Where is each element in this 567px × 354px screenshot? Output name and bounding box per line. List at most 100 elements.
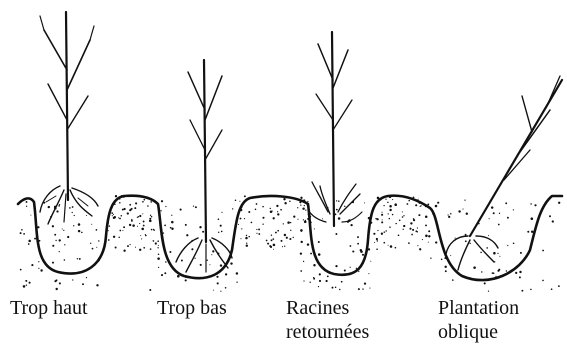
soil-speck	[394, 203, 397, 206]
soil-speck	[143, 199, 145, 201]
soil-speck	[358, 271, 359, 272]
soil-speck	[245, 237, 247, 239]
soil-speck	[221, 212, 222, 213]
soil-speck	[78, 223, 81, 226]
soil-speck	[552, 220, 554, 222]
soil-speck	[160, 228, 162, 230]
soil-speck	[39, 240, 41, 242]
soil-speck	[505, 202, 507, 204]
soil-speck	[273, 217, 275, 219]
soil-speck	[357, 243, 359, 245]
soil-speck	[151, 229, 153, 231]
soil-speck	[82, 283, 84, 285]
soil-speck	[52, 225, 54, 227]
soil-speck	[230, 262, 232, 264]
soil-speck	[262, 206, 264, 208]
soil-speck	[369, 288, 370, 289]
soil-speck	[387, 202, 388, 203]
soil-speck	[396, 196, 397, 197]
soil-speck	[287, 221, 290, 224]
soil-speck	[289, 238, 291, 240]
soil-speck	[122, 209, 124, 211]
soil-speck	[199, 226, 201, 228]
plant-plantation-oblique	[446, 76, 562, 270]
soil-speck	[377, 240, 379, 242]
soil-speck	[56, 210, 58, 212]
soil-speck	[240, 209, 242, 211]
soil-speck	[377, 230, 378, 231]
soil-speck	[240, 238, 241, 239]
soil-speck	[300, 204, 301, 205]
soil-speck	[69, 207, 71, 209]
soil-speck	[157, 247, 158, 248]
soil-speck	[158, 253, 160, 255]
soil-speck	[213, 290, 214, 291]
soil-speck	[115, 247, 117, 249]
soil-speck	[488, 235, 489, 236]
soil-speck	[402, 211, 403, 212]
soil-speck	[370, 222, 372, 224]
soil-speck	[428, 230, 430, 232]
soil-speck	[319, 280, 321, 282]
soil-speck	[352, 250, 354, 252]
soil-speck	[170, 227, 172, 229]
soil-speck	[96, 284, 98, 286]
soil-speck	[318, 286, 319, 287]
soil-speck	[293, 237, 294, 238]
soil-speck	[473, 266, 476, 269]
caption-racines-line2: retournées	[286, 320, 369, 344]
soil-speck	[305, 209, 306, 210]
soil-speck	[313, 264, 315, 266]
soil-speck	[379, 198, 381, 200]
soil-speck	[418, 199, 419, 200]
soil-speck	[123, 250, 125, 252]
soil-speck	[519, 276, 521, 278]
soil-speck	[139, 249, 141, 251]
soil-speck	[127, 212, 129, 214]
soil-speck	[422, 239, 423, 240]
soil-speck	[277, 211, 278, 212]
soil-speck	[465, 234, 467, 236]
soil-speck	[119, 202, 121, 204]
soil-speck	[59, 239, 61, 241]
soil-speck	[77, 258, 78, 259]
soil-speck	[96, 229, 98, 231]
soil-speck	[349, 245, 351, 247]
soil-speck	[181, 260, 183, 262]
soil-speck	[143, 221, 145, 223]
soil-speck	[383, 205, 384, 206]
soil-speck	[499, 256, 500, 257]
soil-speck	[246, 245, 248, 247]
soil-speck	[72, 212, 73, 213]
soil-speck	[290, 230, 291, 231]
soil-speck	[78, 230, 80, 232]
soil-speck	[111, 212, 113, 214]
soil-speck	[111, 207, 112, 208]
soil-speck	[256, 233, 257, 234]
soil-speck	[491, 206, 493, 208]
soil-speck	[497, 253, 498, 254]
soil-speck	[118, 237, 119, 238]
soil-speck	[549, 215, 551, 217]
soil-speck	[185, 279, 187, 281]
soil-speck	[225, 273, 227, 275]
soil-speck	[450, 255, 451, 256]
soil-speck	[137, 226, 138, 227]
soil-speck	[289, 200, 291, 202]
soil-speck	[310, 221, 312, 223]
soil-speck	[119, 230, 121, 232]
soil-speck	[381, 214, 383, 216]
soil-speck	[344, 206, 345, 207]
soil-speck	[277, 230, 279, 232]
soil-speck	[305, 220, 306, 221]
soil-speck	[450, 213, 452, 215]
soil-speck	[79, 258, 81, 260]
caption-trop-haut: Trop haut	[10, 296, 88, 320]
soil-speck	[59, 282, 61, 284]
soil-speck	[251, 222, 253, 224]
soil-speck	[273, 244, 276, 247]
soil-speck	[30, 215, 31, 216]
soil-speck	[241, 228, 242, 229]
soil-speck	[195, 206, 197, 208]
soil-speck	[513, 209, 514, 210]
